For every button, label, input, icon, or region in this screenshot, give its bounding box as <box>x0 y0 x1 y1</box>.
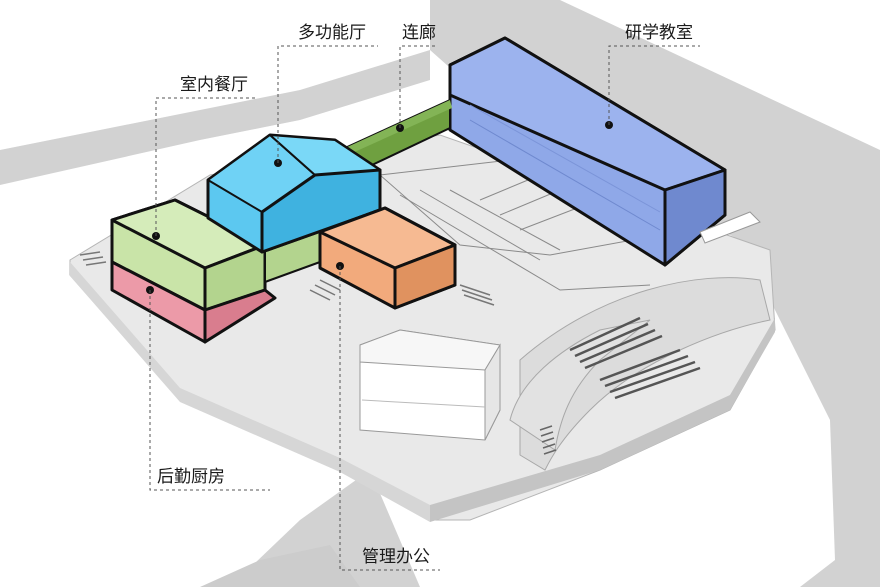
label-multi-function-hall: 多功能厅 <box>298 23 366 43</box>
stair-ticks <box>79 251 495 306</box>
label-corridor: 连廊 <box>402 23 436 43</box>
admin-office-building <box>318 206 457 310</box>
multi-function-hall-building <box>206 133 382 254</box>
label-admin-office: 管理办公 <box>362 547 430 567</box>
label-study-classroom: 研学教室 <box>625 23 693 43</box>
label-logistics-kitchen: 后勤厨房 <box>157 467 225 487</box>
label-indoor-dining: 室内餐厅 <box>180 75 248 95</box>
study-classroom-building <box>448 36 761 267</box>
leader-lines <box>149 45 700 571</box>
white-building <box>359 329 501 441</box>
curved-ramp <box>509 277 771 471</box>
